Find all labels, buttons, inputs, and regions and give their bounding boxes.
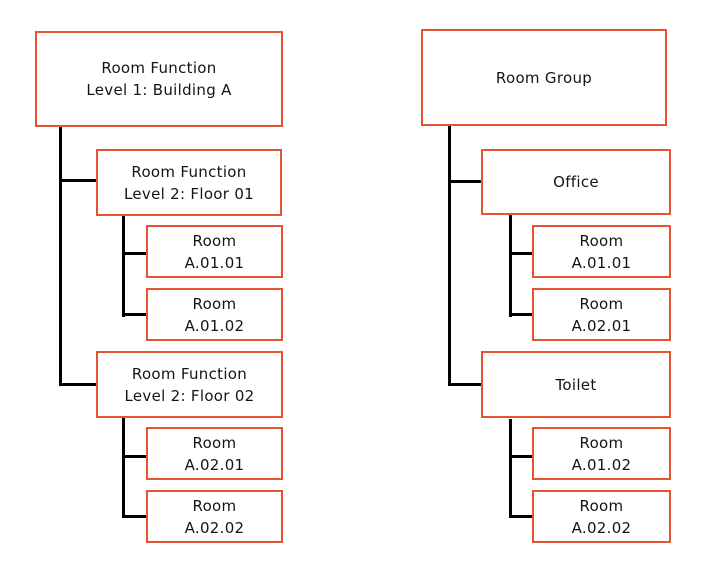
node-label-line1: Room xyxy=(192,433,237,452)
connector-line xyxy=(122,313,147,316)
right-node-room-a-01-01: Room A.01.01 xyxy=(532,225,671,278)
node-label-line1: Room Function xyxy=(131,162,247,181)
connector-line xyxy=(122,216,125,317)
right-node-room-a-02-02: Room A.02.02 xyxy=(532,490,671,543)
node-label-line1: Room xyxy=(192,294,237,313)
connector-line xyxy=(509,419,512,518)
node-label-line2: Level 1: Building A xyxy=(86,81,232,99)
connector-line xyxy=(509,215,512,317)
right-node-room-a-01-02: Room A.01.02 xyxy=(532,427,671,480)
node-label-line1: Room xyxy=(579,433,624,452)
connector-line xyxy=(509,313,532,316)
left-node-room-a-01-02: Room A.01.02 xyxy=(146,288,283,341)
node-label-line1: Toilet xyxy=(555,375,597,394)
connector-line xyxy=(59,383,96,386)
left-node-building-a: Room Function Level 1: Building A xyxy=(35,31,283,127)
node-label-line2: A.01.01 xyxy=(571,253,632,272)
left-node-room-a-02-01: Room A.02.01 xyxy=(146,427,283,480)
node-label-line1: Room xyxy=(579,294,624,313)
node-label-line1: Room Function xyxy=(131,364,248,383)
node-label-line1: Room xyxy=(579,496,624,515)
right-node-office: Office xyxy=(481,149,671,215)
right-node-room-a-02-01: Room A.02.01 xyxy=(532,288,671,341)
connector-line xyxy=(509,515,532,518)
connector-line xyxy=(509,252,532,255)
node-label-line1: Office xyxy=(553,173,599,191)
node-label-line2: A.01.02 xyxy=(184,316,245,335)
node-label-line2: A.02.01 xyxy=(571,316,632,335)
left-node-room-a-01-01: Room A.01.01 xyxy=(146,225,283,278)
connector-line xyxy=(122,252,147,255)
node-label-line2: A.01.02 xyxy=(571,455,632,474)
right-node-room-group: Room Group xyxy=(421,29,667,126)
node-label-line1: Room xyxy=(192,231,237,250)
left-node-floor-01: Room Function Level 2: Floor 01 xyxy=(96,149,282,216)
node-label-line2: A.02.01 xyxy=(184,455,245,474)
connector-line xyxy=(122,418,125,518)
connector-line xyxy=(122,515,147,518)
left-node-room-a-02-02: Room A.02.02 xyxy=(146,490,283,543)
connector-line xyxy=(59,127,62,386)
node-label-line2: A.01.01 xyxy=(184,253,245,272)
node-label-line1: Room Group xyxy=(495,68,593,87)
connector-line xyxy=(122,455,147,458)
node-label-line1: Room Function xyxy=(101,59,217,77)
node-label-line2: A.02.02 xyxy=(571,518,632,537)
node-label-line1: Room xyxy=(192,496,237,515)
connector-line xyxy=(59,179,96,182)
connector-line xyxy=(509,455,532,458)
left-node-floor-02: Room Function Level 2: Floor 02 xyxy=(96,351,283,418)
connector-line xyxy=(448,180,481,183)
node-label-line2: Level 2: Floor 02 xyxy=(124,386,255,405)
connector-line xyxy=(448,126,451,386)
right-node-toilet: Toilet xyxy=(481,351,671,418)
node-label-line2: A.02.02 xyxy=(184,518,245,537)
node-label-line1: Room xyxy=(579,231,624,250)
connector-line xyxy=(448,383,481,386)
node-label-line2: Level 2: Floor 01 xyxy=(124,184,254,203)
